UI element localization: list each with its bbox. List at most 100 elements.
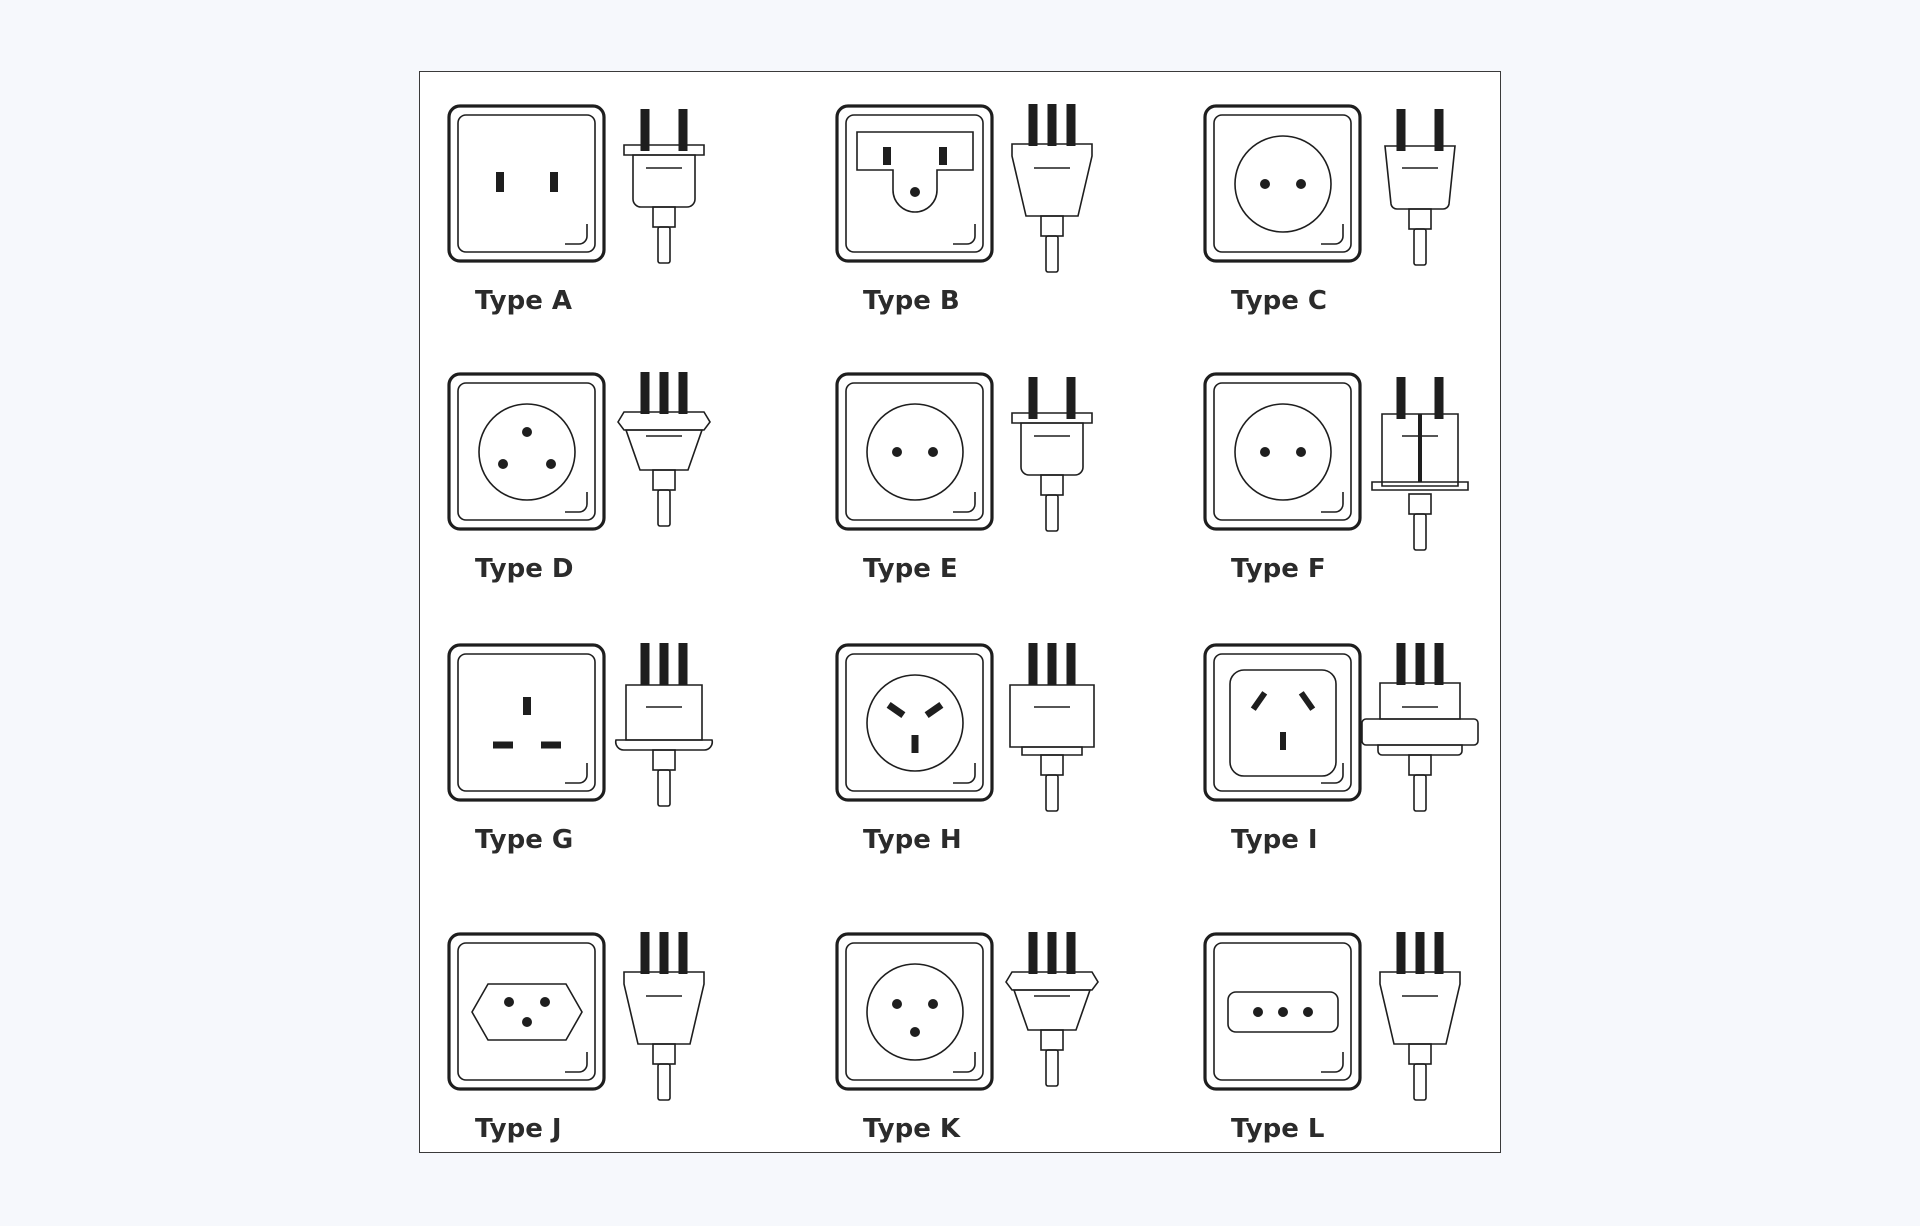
plug-strain-relief bbox=[1040, 215, 1064, 237]
socket-face bbox=[856, 131, 974, 213]
socket-frame bbox=[835, 932, 994, 1091]
socket-icon bbox=[835, 104, 994, 263]
socket-slot bbox=[911, 735, 919, 753]
plug-body bbox=[1371, 481, 1469, 491]
type-label: Type C bbox=[1231, 286, 1327, 316]
socket-slot bbox=[924, 701, 944, 719]
socket-hole bbox=[1296, 447, 1306, 457]
plug-strain-relief bbox=[652, 1043, 676, 1065]
socket-corner bbox=[565, 1052, 588, 1073]
type-label: Type L bbox=[1231, 1114, 1325, 1144]
plug-cable bbox=[1413, 1063, 1427, 1101]
socket-face bbox=[1229, 669, 1337, 777]
plug-body bbox=[625, 684, 703, 741]
plug-strain-relief bbox=[1040, 1029, 1064, 1051]
socket-corner bbox=[565, 763, 588, 784]
plug-icon bbox=[623, 109, 705, 264]
plug-strain-relief bbox=[1408, 493, 1432, 515]
socket-frame bbox=[447, 932, 606, 1091]
plug-body bbox=[1011, 412, 1093, 424]
type-label: Type K bbox=[863, 1114, 961, 1144]
socket-and-plug-illustration bbox=[835, 372, 1093, 532]
socket-frame bbox=[835, 104, 994, 263]
socket-plate bbox=[845, 653, 984, 792]
plug-body bbox=[1379, 682, 1461, 720]
plug-body bbox=[1379, 971, 1461, 1045]
socket-icon bbox=[835, 372, 994, 531]
type-label: Type A bbox=[475, 286, 573, 316]
plug-type-c: Type C bbox=[1203, 104, 1543, 344]
socket-and-plug-illustration bbox=[1203, 643, 1479, 812]
socket-plate bbox=[845, 942, 984, 1081]
socket-face bbox=[1227, 991, 1339, 1033]
socket-face bbox=[866, 963, 964, 1061]
plug-icon bbox=[1361, 643, 1479, 812]
plug-icon bbox=[1009, 643, 1095, 812]
plug-pin bbox=[1047, 932, 1057, 974]
plug-body bbox=[1377, 744, 1463, 756]
socket-corner bbox=[1321, 492, 1344, 513]
socket-frame bbox=[1203, 643, 1362, 802]
socket-hole bbox=[1260, 447, 1270, 457]
socket-hole bbox=[546, 459, 556, 469]
plug-pin bbox=[1047, 104, 1057, 146]
socket-plate bbox=[1213, 942, 1352, 1081]
plug-pin bbox=[1066, 932, 1076, 974]
plug-pin bbox=[1047, 643, 1057, 685]
type-label: Type H bbox=[863, 825, 962, 855]
socket-icon bbox=[447, 372, 606, 531]
plug-pin bbox=[640, 932, 650, 974]
socket-icon bbox=[1203, 372, 1362, 531]
type-label: Type G bbox=[475, 825, 574, 855]
plug-pin bbox=[1434, 109, 1444, 151]
socket-hole bbox=[1253, 1007, 1263, 1017]
socket-icon bbox=[835, 643, 994, 802]
plug-cable bbox=[1413, 513, 1427, 551]
plug-cable bbox=[657, 1063, 671, 1101]
socket-plate bbox=[845, 114, 984, 253]
plug-type-b: Type B bbox=[835, 104, 1175, 344]
plug-pin bbox=[1415, 643, 1425, 685]
socket-corner bbox=[953, 492, 976, 513]
plug-ground-clip bbox=[1418, 414, 1422, 482]
plug-cable bbox=[1413, 228, 1427, 266]
socket-and-plug-illustration bbox=[447, 104, 705, 264]
plug-type-g: Type G bbox=[447, 643, 787, 883]
plug-pin bbox=[1396, 643, 1406, 685]
plug-pin bbox=[659, 932, 669, 974]
socket-hole bbox=[522, 427, 532, 437]
socket-and-plug-illustration bbox=[1203, 104, 1456, 266]
plug-body bbox=[623, 971, 705, 1045]
socket-slot bbox=[496, 172, 504, 192]
type-label: Type J bbox=[475, 1114, 562, 1144]
socket-hole bbox=[892, 999, 902, 1009]
plug-body bbox=[1021, 746, 1083, 756]
socket-slot bbox=[886, 701, 906, 719]
plug-pin bbox=[678, 932, 688, 974]
plug-pin bbox=[1028, 643, 1038, 685]
plug-body bbox=[1005, 971, 1099, 991]
socket-plate bbox=[1213, 114, 1352, 253]
socket-face bbox=[866, 674, 964, 772]
plug-pin bbox=[640, 643, 650, 685]
socket-plate bbox=[457, 114, 596, 253]
socket-and-plug-illustration bbox=[1203, 932, 1461, 1101]
socket-plate bbox=[1213, 382, 1352, 521]
socket-slot bbox=[1250, 691, 1268, 711]
plug-icon bbox=[1011, 377, 1093, 532]
plug-icon bbox=[1384, 109, 1456, 266]
type-label: Type I bbox=[1231, 825, 1318, 855]
socket-plate bbox=[1213, 653, 1352, 792]
socket-icon bbox=[1203, 104, 1362, 263]
plug-type-l: Type L bbox=[1203, 932, 1543, 1172]
socket-and-plug-illustration bbox=[1203, 372, 1469, 551]
socket-and-plug-illustration bbox=[447, 643, 714, 807]
socket-icon bbox=[447, 932, 606, 1091]
socket-plate bbox=[457, 653, 596, 792]
plug-cable bbox=[1045, 1049, 1059, 1087]
plug-cable bbox=[657, 226, 671, 264]
socket-icon bbox=[835, 932, 994, 1091]
plug-pin bbox=[1396, 377, 1406, 419]
socket-hole bbox=[928, 999, 938, 1009]
plug-icon bbox=[614, 643, 714, 807]
